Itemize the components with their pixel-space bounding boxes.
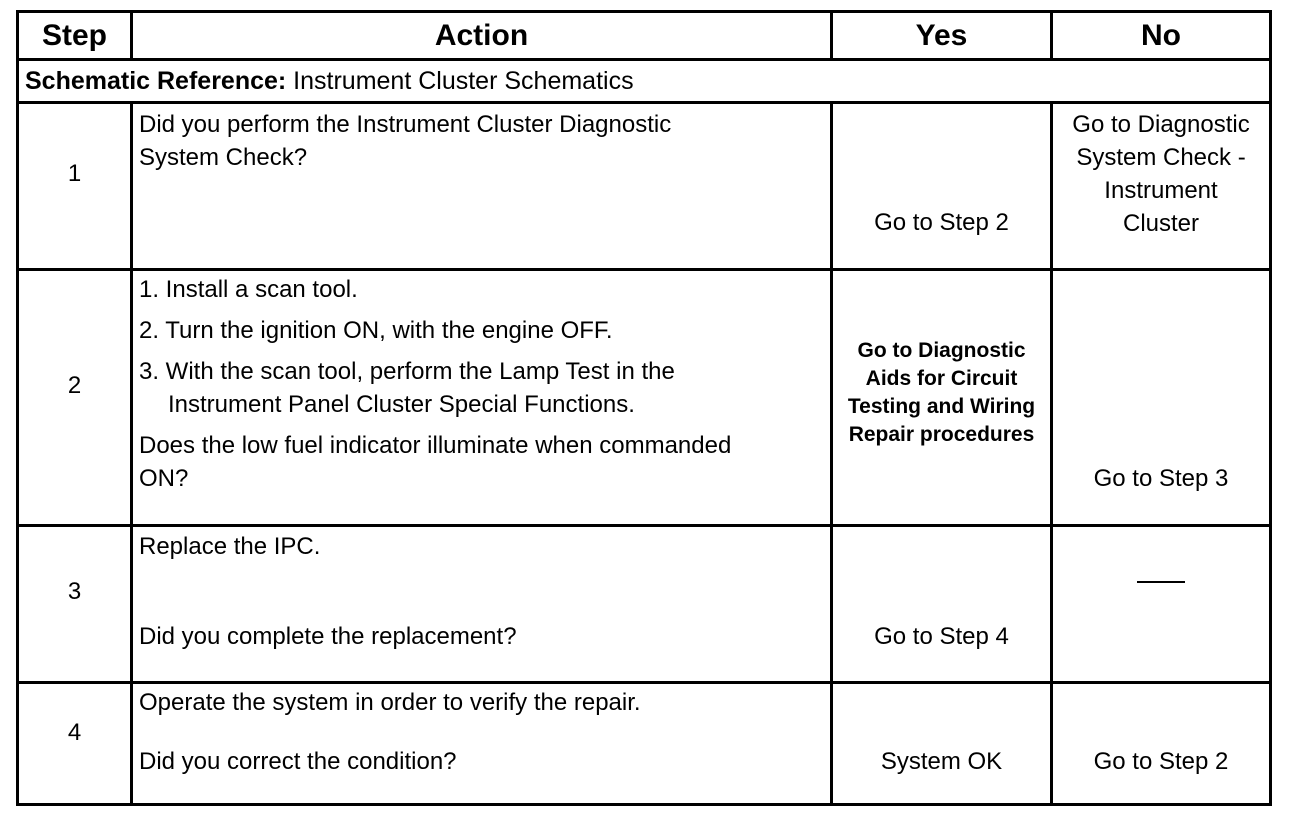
yes-result: Go to Diagnostic Aids for Circuit Testin… bbox=[833, 337, 1050, 449]
no-result: — bbox=[1053, 581, 1269, 583]
schematic-reference: Schematic Reference: Instrument Cluster … bbox=[25, 65, 1225, 98]
row-divider bbox=[19, 101, 1269, 104]
col-divider bbox=[1050, 13, 1053, 58]
action-text: Replace the IPC. bbox=[139, 533, 321, 560]
no-line: Go to Diagnostic bbox=[1072, 111, 1250, 138]
no-result: Go to Step 3 bbox=[1093, 465, 1229, 492]
row-divider bbox=[19, 681, 1269, 684]
action-text: Operate the system in order to verify th… bbox=[139, 689, 641, 716]
row-divider bbox=[19, 268, 1269, 271]
col-divider bbox=[830, 13, 833, 58]
question-text: Did you correct the condition? bbox=[139, 748, 457, 775]
question-text: Did you complete the replacement? bbox=[139, 623, 517, 650]
no-result: Go to Diagnostic System Check - Instrume… bbox=[1053, 108, 1269, 240]
step-number: 1 bbox=[67, 160, 82, 187]
question-line: ON? bbox=[139, 465, 189, 492]
no-result: Go to Step 2 bbox=[1093, 748, 1229, 775]
row-divider bbox=[19, 524, 1269, 527]
col-divider bbox=[830, 101, 833, 803]
yes-line: Testing and Wiring bbox=[847, 395, 1036, 418]
yes-line: Go to Diagnostic bbox=[857, 339, 1026, 362]
header-yes: Yes bbox=[915, 19, 968, 52]
diagnostic-table: Step Action Yes No Schematic Reference: … bbox=[16, 10, 1272, 806]
col-divider bbox=[130, 13, 133, 58]
header-action: Action bbox=[434, 19, 529, 52]
row-divider bbox=[19, 58, 1269, 61]
header-no: No bbox=[1141, 19, 1181, 52]
question-line: Does the low fuel indicator illuminate w… bbox=[139, 432, 732, 459]
col-divider bbox=[130, 101, 133, 803]
step-number: 4 bbox=[67, 719, 82, 746]
yes-result: Go to Step 2 bbox=[874, 209, 1009, 236]
no-line: System Check - bbox=[1076, 144, 1246, 171]
action-item: 3. With the scan tool, perform the Lamp … bbox=[139, 358, 675, 385]
schematic-label: Schematic Reference: bbox=[25, 67, 287, 95]
col-divider bbox=[1050, 101, 1053, 803]
dash-mark: — bbox=[1137, 581, 1185, 583]
action-text: 1. Install a scan tool. 2. Turn the igni… bbox=[139, 273, 829, 495]
action-item: 2. Turn the ignition ON, with the engine… bbox=[139, 317, 613, 344]
yes-result: System OK bbox=[880, 748, 1003, 775]
header-step: Step bbox=[41, 19, 107, 52]
yes-line: Aids for Circuit bbox=[865, 367, 1018, 390]
yes-result: Go to Step 4 bbox=[874, 623, 1009, 650]
schematic-value: Instrument Cluster Schematics bbox=[286, 67, 634, 95]
action-line: System Check? bbox=[139, 144, 308, 171]
action-item: 1. Install a scan tool. bbox=[139, 276, 358, 303]
step-number: 3 bbox=[67, 578, 82, 605]
no-line: Instrument bbox=[1104, 177, 1218, 204]
action-line: Did you perform the Instrument Cluster D… bbox=[139, 111, 672, 138]
yes-line: Repair procedures bbox=[848, 423, 1035, 446]
step-number: 2 bbox=[67, 372, 82, 399]
action-text: Did you perform the Instrument Cluster D… bbox=[139, 108, 829, 174]
action-item: Instrument Panel Cluster Special Functio… bbox=[168, 391, 635, 418]
no-line: Cluster bbox=[1122, 210, 1200, 237]
